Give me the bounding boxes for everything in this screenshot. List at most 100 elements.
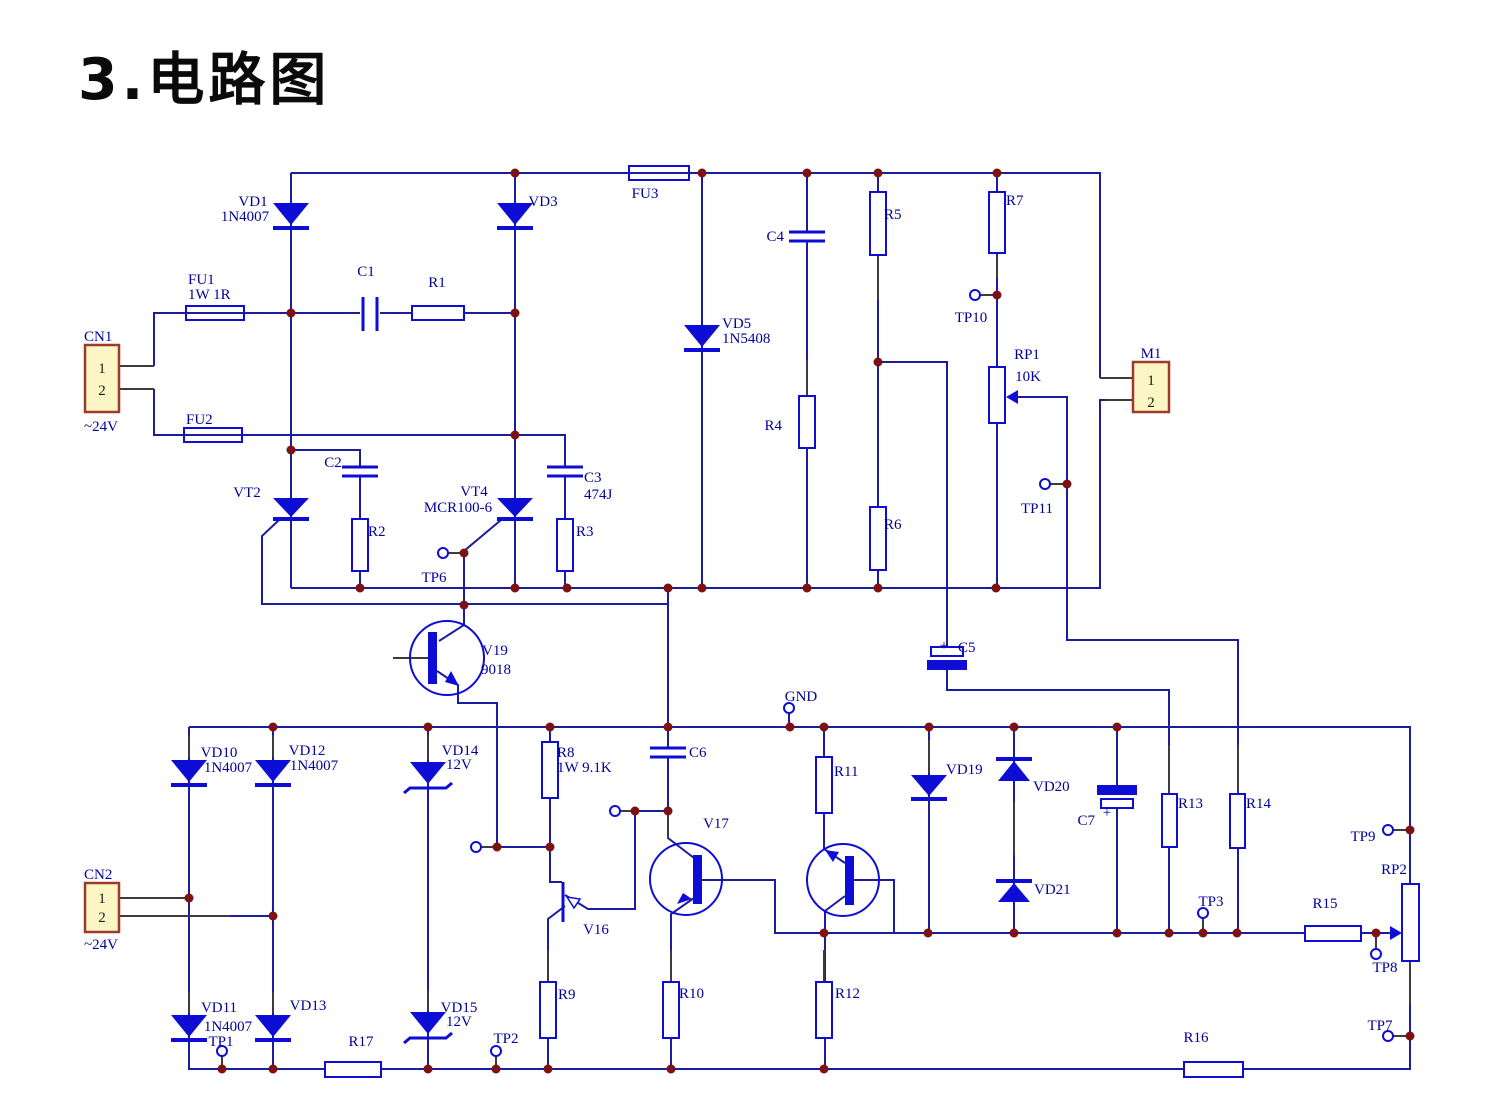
resistor-r4	[798, 395, 816, 449]
label-tp2: TP2	[493, 1031, 518, 1047]
resistors	[324, 191, 1362, 1078]
label-r13: R13	[1178, 796, 1203, 812]
label-cn2: CN2	[84, 867, 112, 883]
resistor-r3	[556, 518, 574, 572]
fuse-fu1	[185, 305, 245, 321]
resistor-r14	[1229, 793, 1246, 849]
diode-vd21	[996, 879, 1032, 902]
transistor-v17	[649, 842, 723, 916]
label-mcr100-6: MCR100-6	[424, 500, 493, 516]
label-2: 2	[98, 910, 106, 926]
label-c6: C6	[689, 745, 707, 761]
diode-vd5	[684, 325, 720, 352]
label-tp6: TP6	[421, 570, 447, 586]
resistor-r10	[662, 981, 680, 1039]
label-r8: R8	[557, 745, 575, 761]
label-vd10: VD10	[201, 745, 238, 761]
label-1n4007: 1N4007	[221, 209, 270, 225]
label-2: 2	[98, 383, 106, 399]
label-vd3: VD3	[528, 194, 557, 210]
label-c1: C1	[357, 264, 375, 280]
capacitor-c5	[927, 646, 967, 670]
resistor-r5	[869, 191, 887, 256]
label-vd19: VD19	[946, 762, 983, 778]
label-1n4007: 1N4007	[290, 758, 339, 774]
label-12v: 12V	[446, 1014, 472, 1030]
transistor-unlabeled	[806, 843, 880, 917]
resistor-r6	[869, 506, 887, 571]
transistor-v19	[409, 620, 485, 696]
resistor-r16	[1183, 1061, 1244, 1078]
label-r9: R9	[558, 987, 576, 1003]
resistor-r17	[324, 1061, 382, 1078]
label-tp7: TP7	[1367, 1018, 1393, 1034]
testpoint-tp10	[969, 289, 981, 301]
label-tp10: TP10	[955, 310, 988, 326]
label-c7: C7	[1077, 813, 1095, 829]
zener-vd15	[403, 1012, 453, 1045]
label-474j: 474J	[584, 487, 613, 503]
label-r15: R15	[1312, 896, 1337, 912]
label-c4: C4	[766, 229, 784, 245]
diode-vd3	[497, 203, 533, 230]
resistor-r11	[815, 756, 833, 814]
label-r16: R16	[1183, 1030, 1209, 1046]
label-vd14: VD14	[442, 743, 479, 759]
label-10k: 10K	[1015, 369, 1041, 385]
label-vd1: VD1	[238, 194, 267, 210]
label-v17: V17	[703, 816, 729, 832]
label-c2: C2	[324, 455, 342, 471]
label-r4: R4	[764, 418, 782, 434]
label-r1: R1	[428, 275, 446, 291]
label-fu1: FU1	[188, 272, 215, 288]
testpoint-tp8	[1370, 948, 1382, 960]
label-1w-1r: 1W 1R	[188, 287, 231, 303]
label-1n4007: 1N4007	[204, 760, 253, 776]
connector-cn2	[83, 881, 121, 934]
scr-vt4	[497, 498, 533, 521]
resistor-r12	[815, 981, 833, 1039]
capacitor-c6	[650, 746, 686, 759]
label-rp1: RP1	[1014, 347, 1040, 363]
diode-vd20	[996, 757, 1032, 781]
label-vd21: VD21	[1034, 882, 1071, 898]
testpoint-unlabeled-2	[609, 805, 621, 817]
resistor-r7	[988, 191, 1006, 254]
transistor-v16	[561, 882, 582, 922]
label-r2: R2	[368, 524, 386, 540]
testpoint-tp7	[1382, 1030, 1394, 1042]
label-1n5408: 1N5408	[722, 331, 770, 347]
label-tp1: TP1	[208, 1034, 233, 1050]
label-r14: R14	[1246, 796, 1272, 812]
label-tp11: TP11	[1021, 501, 1053, 517]
label-tp9: TP9	[1350, 829, 1375, 845]
resistor-r9	[539, 981, 557, 1039]
label-r7: R7	[1006, 193, 1024, 209]
diode-vd12	[255, 760, 291, 787]
testpoint-tp9	[1382, 824, 1394, 836]
label-vt2: VT2	[233, 485, 261, 501]
scr-vt2	[273, 498, 309, 521]
label-r6: R6	[884, 517, 902, 533]
diode-vd1	[273, 203, 309, 230]
label-gnd: GND	[785, 689, 818, 705]
label-r5: R5	[884, 207, 902, 223]
label--: +	[940, 638, 948, 654]
label-vd5: VD5	[722, 316, 751, 332]
label-c5: C5	[958, 640, 976, 656]
label-r17: R17	[348, 1034, 374, 1050]
potentiometer-rp1	[988, 366, 1018, 424]
connector-m1	[1131, 360, 1171, 414]
label-r3: R3	[576, 524, 594, 540]
label-c3: C3	[584, 470, 602, 486]
label--: +	[1103, 805, 1111, 821]
resistor-r8	[541, 741, 559, 799]
label-r12: R12	[835, 986, 860, 1002]
label-vd13: VD13	[290, 998, 327, 1014]
capacitor-c4	[789, 230, 825, 243]
label-1n4007: 1N4007	[204, 1019, 253, 1035]
fuse-fu3	[628, 165, 690, 181]
test-points	[216, 289, 1394, 1057]
